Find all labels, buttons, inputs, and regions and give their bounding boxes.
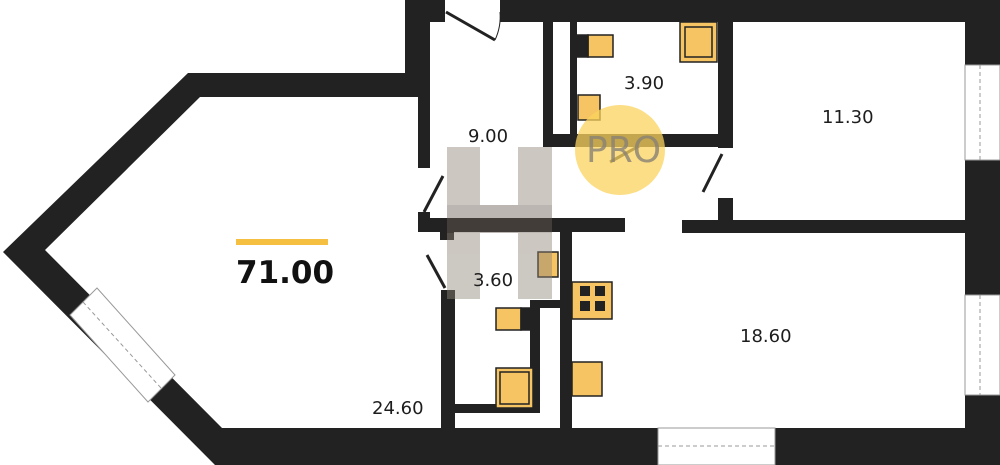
shower-icon [495,367,534,409]
window-bedroom [964,64,1000,161]
kitchen-sink-icon [571,361,603,397]
total-area: 71.00 [236,255,335,291]
room-area-hallway: 9.00 [468,126,509,147]
window-kitchen-right [964,294,1000,396]
entrance-door-opening [445,0,500,22]
room-area-bathroom: 3.90 [624,73,665,94]
window-kitchen-bottom [657,427,776,465]
toilet-icon [495,307,522,331]
bedroom-door [701,153,724,193]
shower-icon [679,21,718,63]
hall-door [422,175,445,213]
sink-icon [537,251,559,278]
watermark-logo [447,147,552,299]
fixtures [495,21,718,409]
room-area-kitchen: 18.60 [740,326,792,347]
toilet-icon [587,34,614,58]
room-area-living: 24.60 [372,398,424,419]
windows [69,64,1000,465]
total-area-accent-bar [236,239,328,245]
entrance-door [445,10,496,42]
stove-icon [571,281,613,320]
wc-door [425,254,447,289]
room-area-wc: 3.60 [473,270,514,291]
watermark-text: PRO [586,130,662,171]
room-area-bedroom: 11.30 [822,107,874,128]
watermark-circle [575,105,665,195]
